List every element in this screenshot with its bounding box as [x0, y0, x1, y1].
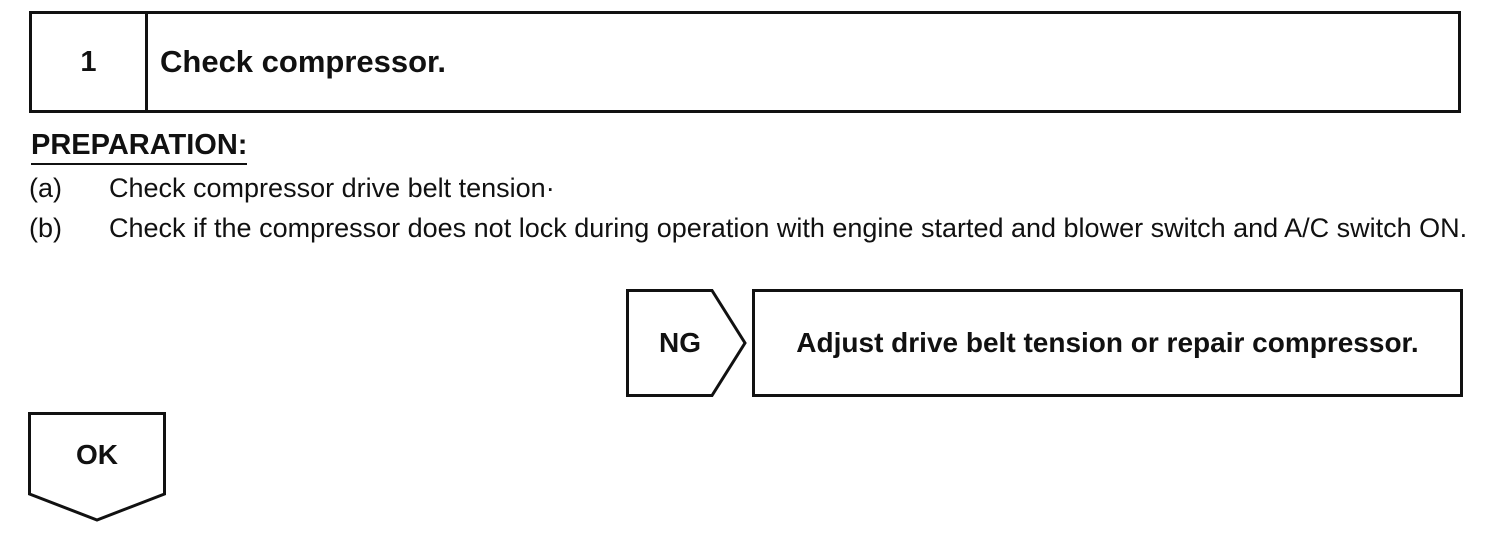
preparation-item-marker: (a)	[29, 173, 62, 203]
preparation-item-text: Check compressor drive belt tension·	[109, 173, 555, 203]
ng-arrow-shape	[626, 289, 747, 397]
step-header: 1 Check compressor.	[29, 11, 1461, 113]
ng-result-text: Adjust drive belt tension or repair comp…	[796, 327, 1419, 358]
step-number: 1	[32, 14, 148, 110]
ng-label: NG	[659, 327, 701, 358]
ok-arrow-shape	[28, 412, 166, 522]
preparation-item-text: Check if the compressor does not lock du…	[109, 213, 1468, 243]
preparation-list: (a) Check compressor drive belt tension·…	[29, 168, 1479, 248]
preparation-item-a: (a) Check compressor drive belt tension·	[29, 168, 1479, 208]
preparation-item-b: (b) Check if the compressor does not loc…	[29, 208, 1479, 248]
preparation-heading: PREPARATION:	[31, 128, 248, 165]
ok-label: OK	[76, 439, 118, 470]
ng-result-box: Adjust drive belt tension or repair comp…	[752, 289, 1463, 397]
preparation-item-marker: (b)	[29, 213, 62, 243]
step-title: Check compressor.	[160, 44, 447, 79]
